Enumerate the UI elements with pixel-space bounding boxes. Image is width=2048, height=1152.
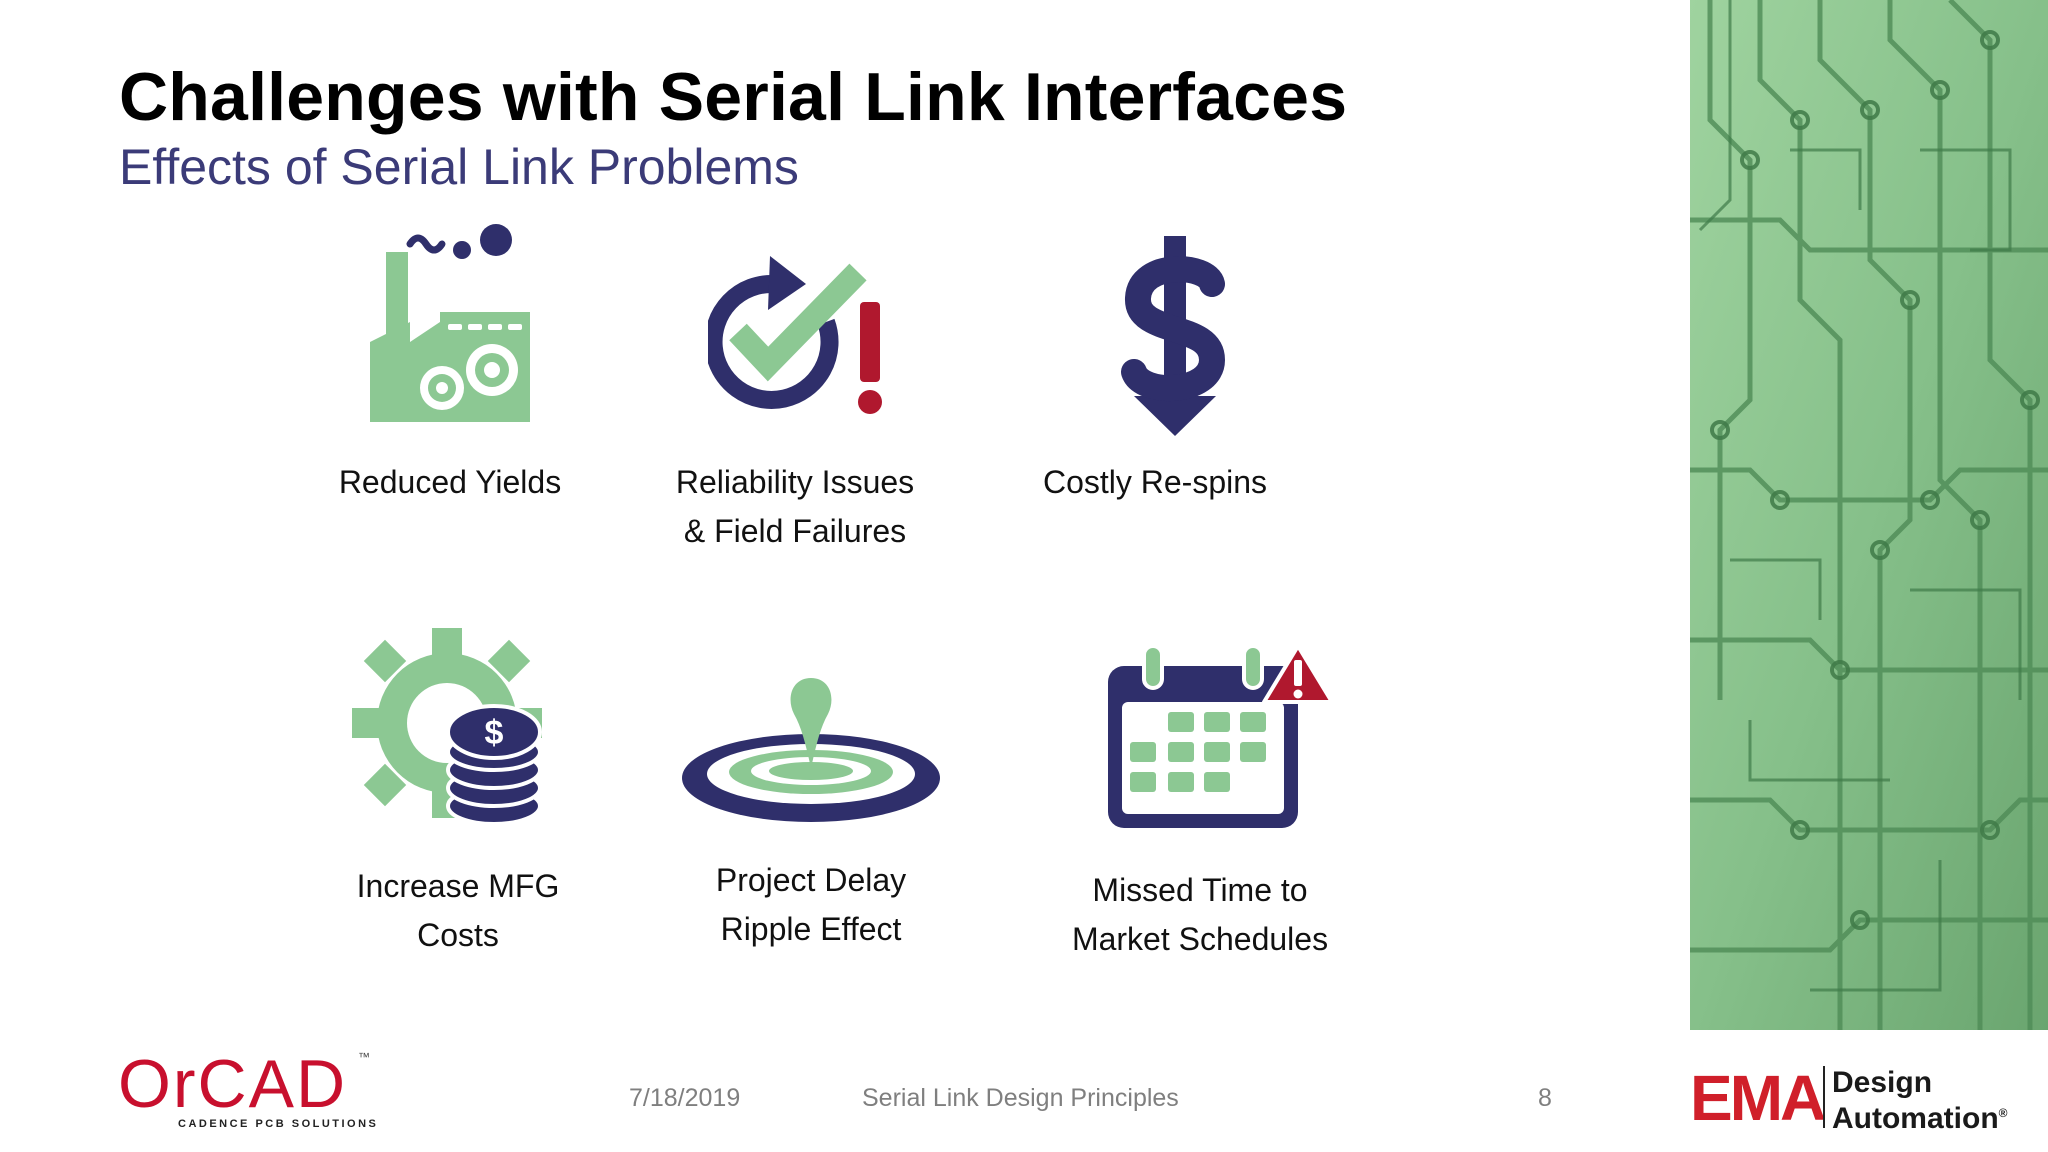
ema-automation-text: Automation®	[1832, 1102, 2008, 1135]
footer-date: 7/18/2019	[629, 1084, 741, 1112]
dollar-down-arrow-icon	[1120, 236, 1230, 436]
svg-text:$: $	[485, 714, 504, 752]
calendar-alert-icon	[1100, 646, 1332, 830]
footer-page-number: 8	[1538, 1084, 1552, 1112]
item-label-reduced-yields: Reduced Yields	[338, 464, 562, 500]
circuit-board-image	[1690, 0, 2048, 1030]
item-label-project-delay: Project Delay Ripple Effect	[715, 862, 907, 947]
ema-wordmark: EMA	[1690, 1062, 1826, 1134]
slide-title: Challenges with Serial Link Interfaces	[119, 59, 1348, 135]
item-label-missed-time-to-market: Missed Time to Market Schedules	[1071, 872, 1329, 957]
orcad-wordmark: OrCAD	[118, 1046, 348, 1122]
ripple-drop-icon	[680, 676, 942, 826]
gear-coins-icon: $	[352, 628, 552, 828]
footer-title: Serial Link Design Principles	[862, 1084, 1179, 1112]
slide-subtitle: Effects of Serial Link Problems	[119, 139, 799, 195]
ema-design-text: Design	[1832, 1066, 1933, 1099]
item-label-reliability-issues: Reliability Issues & Field Failures	[675, 464, 915, 549]
factory-gears-icon	[370, 222, 530, 422]
item-label-increase-mfg-costs: Increase MFG Costs	[356, 868, 560, 953]
orcad-trademark: ™	[358, 1050, 370, 1064]
ema-divider	[1823, 1066, 1825, 1128]
orcad-tagline: CADENCE PCB SOLUTIONS	[178, 1118, 379, 1130]
item-label-costly-respins: Costly Re-spins	[1042, 464, 1268, 500]
check-warning-icon	[708, 252, 888, 422]
